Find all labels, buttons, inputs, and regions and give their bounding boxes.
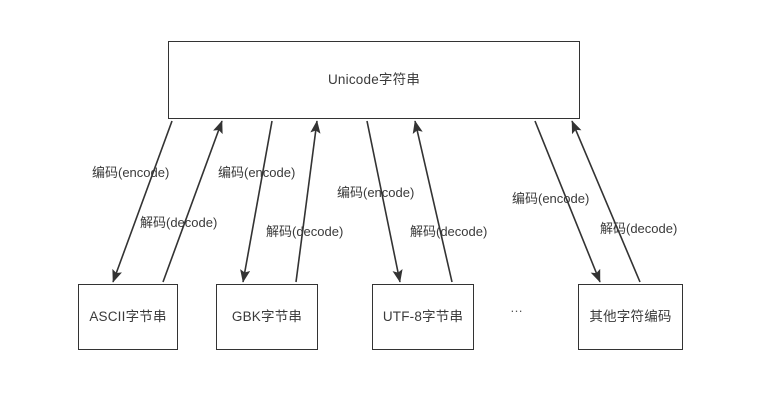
edge-label-encode-ascii: 编码(encode)	[92, 165, 170, 180]
edge-label-decode-utf8: 解码(decode)	[410, 224, 488, 239]
node-gbk-byte-string-label: GBK字节串	[231, 308, 303, 324]
node-utf8-byte-string-label: UTF-8字节串	[382, 308, 464, 324]
node-other-encoding-label: 其他字符编码	[589, 308, 672, 324]
edge-decode-ascii	[112, 120, 173, 283]
edge-label-decode-ascii: 解码(decode)	[140, 215, 218, 230]
edge-label-decode-other: 解码(decode)	[600, 221, 678, 236]
edge-decode-gbk	[240, 120, 273, 283]
edge-encode-ascii	[162, 120, 223, 283]
node-ascii-byte-string-label: ASCII字节串	[89, 308, 167, 324]
edge-encode-utf8	[412, 120, 453, 283]
ellipsis-marker: …	[510, 300, 524, 315]
node-gbk-byte-string[interactable]: GBK字节串	[216, 284, 318, 350]
node-unicode-string-label: Unicode字符串	[327, 71, 421, 87]
edge-label-encode-utf8: 编码(encode)	[337, 185, 415, 200]
edge-label-decode-gbk: 解码(decode)	[266, 224, 344, 239]
node-other-encoding[interactable]: 其他字符编码	[578, 284, 683, 350]
node-unicode-string[interactable]: Unicode字符串	[168, 41, 580, 119]
edge-label-encode-gbk: 编码(encode)	[218, 165, 296, 180]
edge-label-encode-other: 编码(encode)	[512, 191, 590, 206]
edge-encode-gbk	[295, 120, 321, 283]
node-ascii-byte-string[interactable]: ASCII字节串	[78, 284, 178, 350]
node-utf8-byte-string[interactable]: UTF-8字节串	[372, 284, 474, 350]
edge-decode-utf8	[366, 120, 403, 283]
